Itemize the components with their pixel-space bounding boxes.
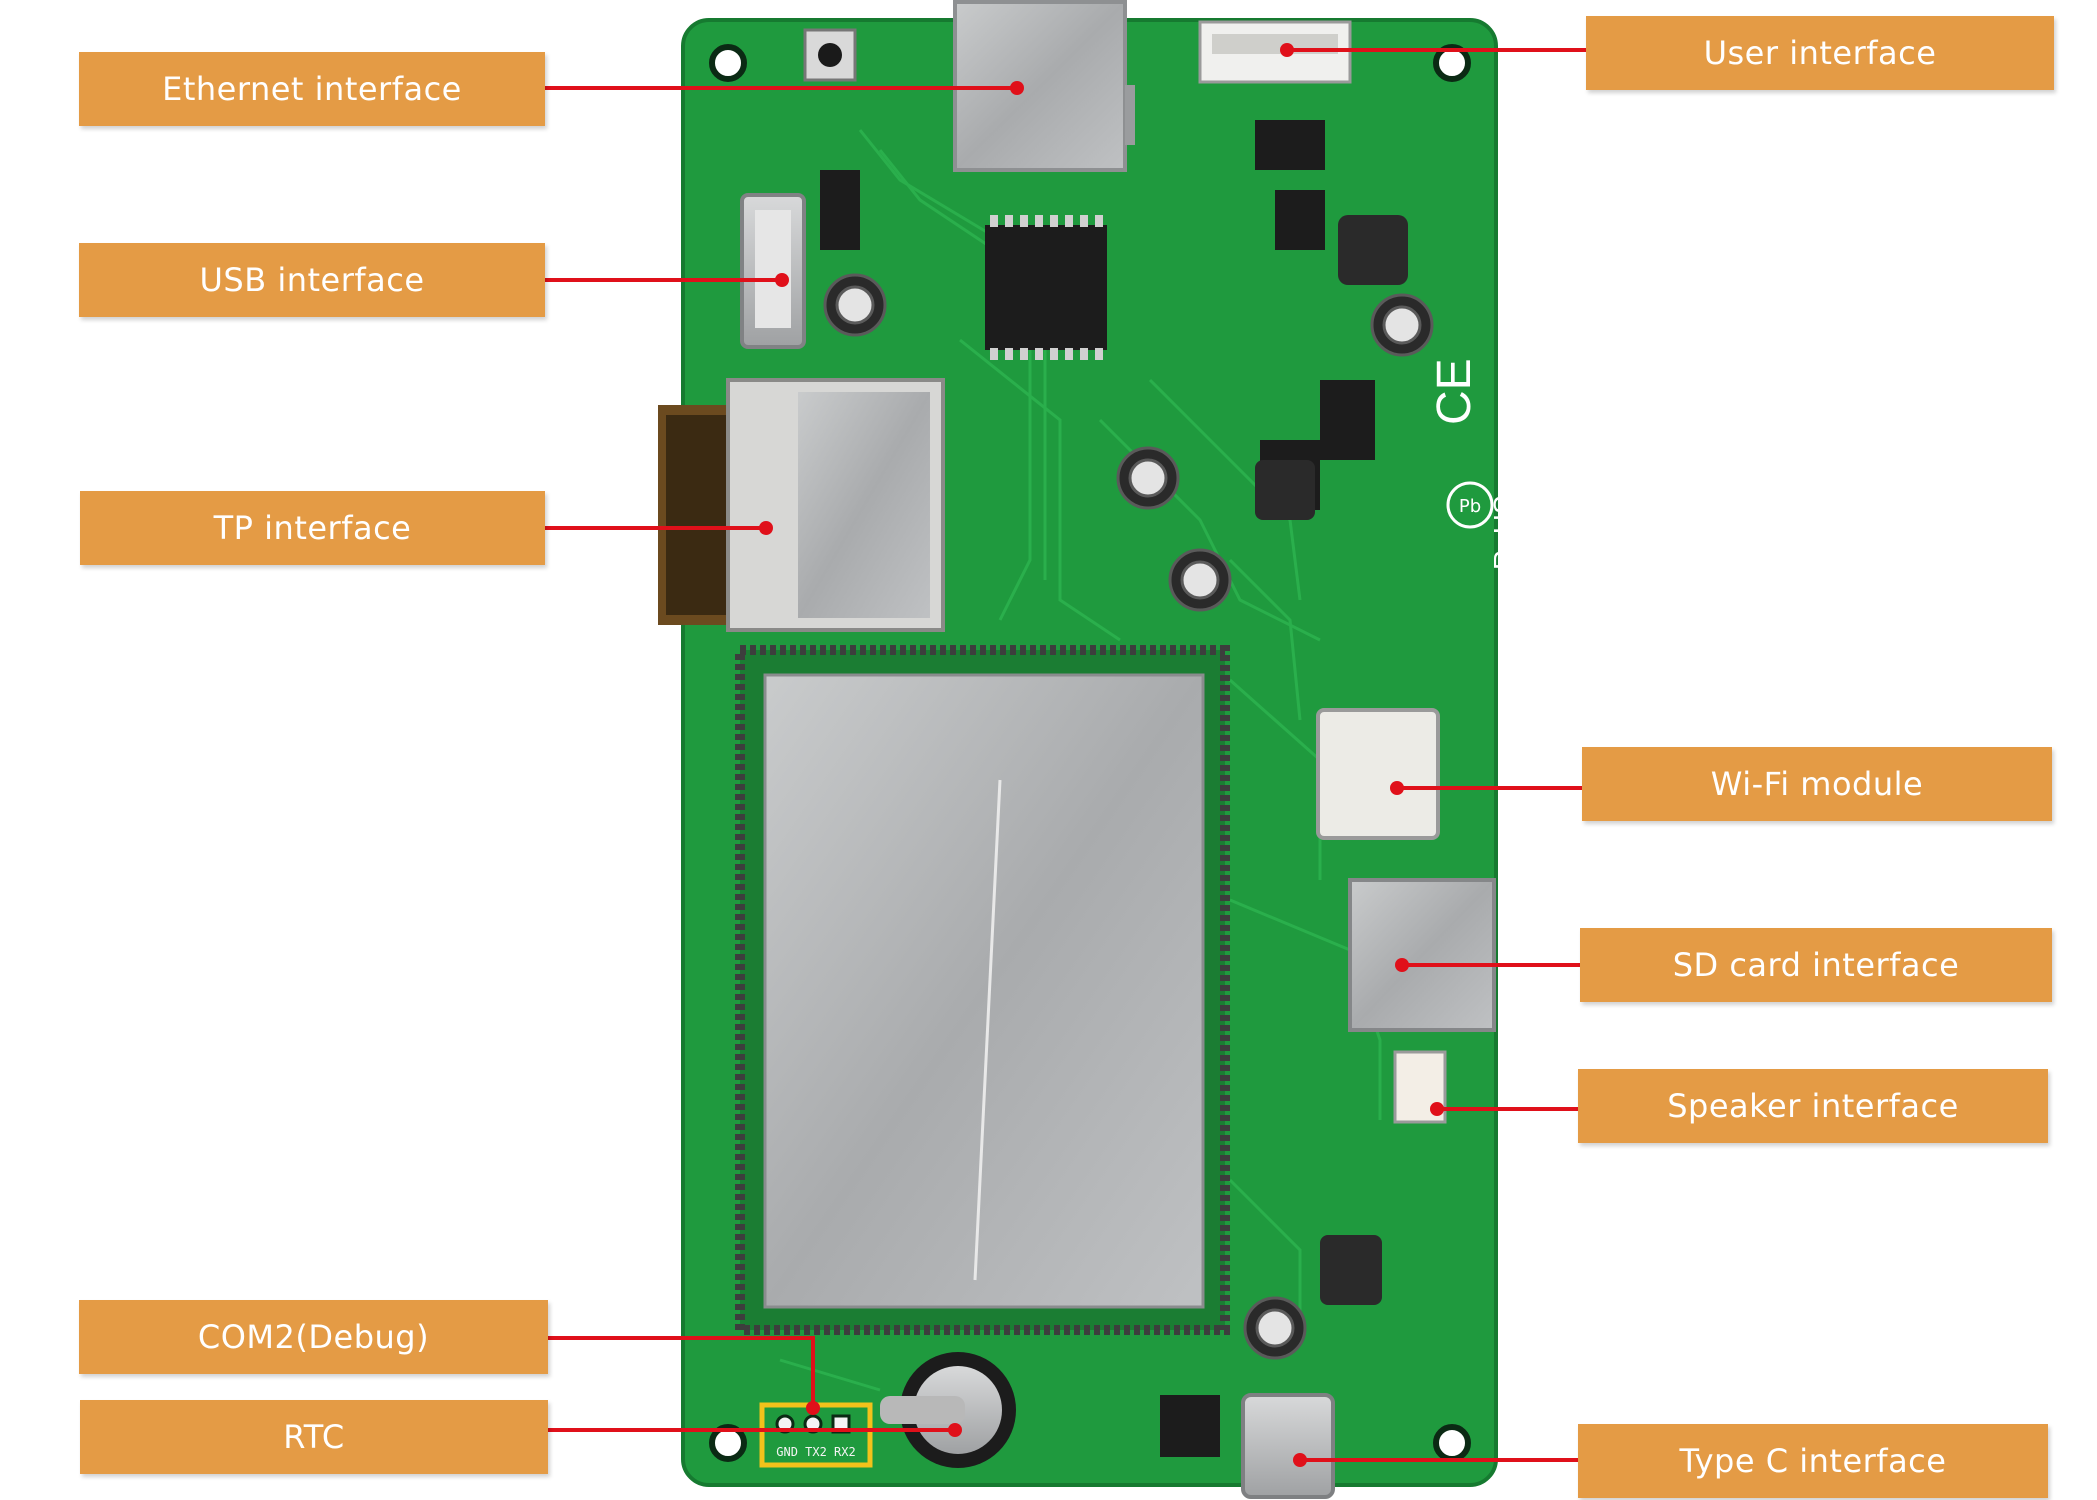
- pb-free-mark: [1446, 481, 1494, 529]
- mounting-holes: [709, 44, 1471, 1462]
- label-sd-card-interface: SD card interface: [1580, 928, 2052, 1002]
- label-typec-interface: Type C interface: [1578, 1424, 2048, 1498]
- inductor: [1338, 215, 1408, 285]
- label-user-interface: User interface: [1586, 16, 2054, 90]
- label-tp-interface: TP interface: [80, 491, 545, 565]
- wifi-module-chip: [1316, 708, 1440, 840]
- com2-pin-labels: GND TX2 RX2: [776, 1445, 855, 1459]
- svg-text:Pb: Pb: [1459, 496, 1481, 517]
- capacitors: [823, 273, 1434, 1360]
- leader-lines: [545, 48, 1586, 1462]
- typec-connector: [1241, 1393, 1335, 1499]
- rohs-mark: RoHS: [1488, 495, 1519, 570]
- label-speaker-interface: Speaker interface: [1578, 1069, 2048, 1143]
- label-rtc: RTC: [80, 1400, 548, 1474]
- core-module-shield: [763, 673, 1205, 1309]
- ce-mark: CE: [1428, 358, 1481, 425]
- label-usb-interface: USB interface: [79, 243, 545, 317]
- leader-dots: [759, 43, 1444, 1467]
- label-com2-debug: COM2(Debug): [79, 1300, 548, 1374]
- label-wifi-module: Wi-Fi module: [1582, 747, 2052, 821]
- sd-card-slot: [1348, 878, 1496, 1032]
- ethernet-phy-chip: [985, 225, 1107, 350]
- leader-com2: [545, 1336, 815, 1408]
- label-ethernet-interface: Ethernet interface: [79, 52, 545, 126]
